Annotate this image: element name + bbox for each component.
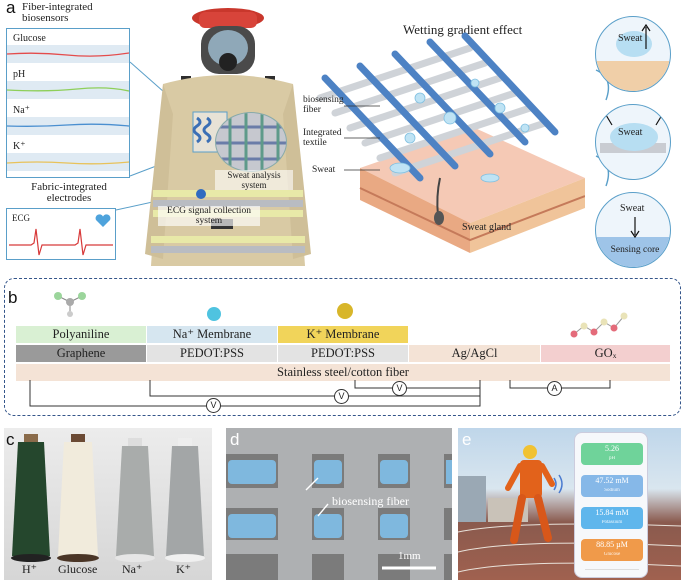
sweat-system-label: Sweat analysis system <box>215 170 293 190</box>
spool-label-h: H⁺ <box>22 562 37 576</box>
ammeter-icon: A <box>547 381 562 396</box>
potassium-ion-icon <box>337 303 353 319</box>
reading-card-potassium[interactable]: 15.84 mM Potassium <box>581 507 643 529</box>
layer-na-membrane: Na⁺ Membrane <box>147 326 277 343</box>
reading-unit: pH <box>608 456 616 461</box>
layer-graphene: Graphene <box>16 345 146 362</box>
reading-card-sodium[interactable]: 47.52 mM Sodium <box>581 475 643 497</box>
phone-nav-bar <box>585 569 639 573</box>
gox-molecule-icon <box>570 312 628 338</box>
reading-card-glucose[interactable]: 88.85 µM Glucose <box>581 539 643 561</box>
wetting-title: Wetting gradient effect <box>403 22 523 37</box>
voltmeter-icon: V <box>334 389 349 404</box>
layer-pedot-2: PEDOT:PSS <box>278 345 408 362</box>
circle-label: Sensing core <box>610 245 660 255</box>
panel-c-letter: c <box>6 430 15 449</box>
signal-row-sodium: Na⁺ <box>6 103 130 138</box>
scale-bar-label: 1mm <box>398 550 421 562</box>
spool-label-k: K⁺ <box>176 562 191 576</box>
voltmeter-icon: V <box>206 398 221 413</box>
reading-value: 47.52 mM <box>595 476 629 485</box>
yarn-spools-illustration <box>11 434 205 562</box>
signal-row-glucose: Glucose <box>6 31 130 66</box>
circle-label: Sweat <box>620 203 645 214</box>
panel-e-letter: e <box>462 430 472 449</box>
polyaniline-molecule-icon <box>54 292 86 317</box>
sodium-trace <box>6 123 130 127</box>
panel-b-box <box>4 278 681 416</box>
sweat-circle-3: Sweat Sensing core <box>595 192 671 268</box>
panel-b-letter: b <box>8 288 18 307</box>
sweat-circle-2: Sweat <box>595 104 671 180</box>
smartphone-screen: 5.26 pH 47.52 mM Sodium 15.84 mM Potassi… <box>574 432 648 578</box>
panel-a-letter: a <box>6 0 16 17</box>
ecg-box: ECG <box>6 208 116 260</box>
heart-icon <box>95 214 111 227</box>
textile-illustration <box>316 32 585 253</box>
biosensor-box: Glucose pH Na⁺ K⁺ <box>6 28 130 178</box>
layer-k-membrane: K⁺ Membrane <box>278 326 408 343</box>
sodium-ion-icon <box>207 307 221 321</box>
ecg-system-label: ECG signal collection system <box>158 206 260 226</box>
glucose-trace <box>6 52 130 57</box>
panel-e-photo: 5.26 pH 47.52 mM Sodium 15.84 mM Potassi… <box>458 428 681 580</box>
label-sweat: Sweat <box>312 165 336 175</box>
reading-unit: Potassium <box>601 520 623 525</box>
potassium-trace <box>6 161 130 165</box>
reading-value: 5.26 <box>605 444 619 453</box>
reading-unit: Sodium <box>604 488 620 493</box>
spool-label-na: Na⁺ <box>122 562 143 576</box>
reading-value: 88.85 µM <box>596 540 628 549</box>
arrow-icons <box>605 114 663 126</box>
ecg-trace <box>9 228 113 256</box>
ecg-label: ECG <box>12 213 30 223</box>
biosensing-fiber-label: biosensing fiber <box>332 494 409 508</box>
layer-pedot-1: PEDOT:PSS <box>147 345 277 362</box>
signal-label: Glucose <box>13 33 46 44</box>
voltmeter-icon: V <box>392 381 407 396</box>
reading-card-ph[interactable]: 5.26 pH <box>581 443 643 465</box>
signal-label: Na⁺ <box>13 105 30 116</box>
panel-d-letter: d <box>230 430 240 449</box>
textile-zoom-circle <box>215 112 287 172</box>
signal-label: K⁺ <box>13 141 26 152</box>
arrow-down-icon <box>630 217 640 239</box>
electrode-title: Fabric-integrated electrodes <box>31 181 107 204</box>
textile-zoom-pattern <box>216 113 286 171</box>
layer-gox: GOₓ <box>541 345 670 362</box>
layer-base-fiber: Stainless steel/cotton fiber <box>16 364 670 381</box>
reading-value: 15.84 mM <box>595 508 629 517</box>
label-sweat-gland: Sweat gland <box>462 222 512 233</box>
circle-label: Sweat <box>618 33 643 44</box>
bio-title: Fiber-integrated biosensors <box>22 1 93 24</box>
layer-agagcl: Ag/AgCl <box>409 345 540 362</box>
reading-unit: Glucose <box>603 552 621 557</box>
sweat-circle-1: Sweat <box>595 16 671 92</box>
label-biosensing-fiber: biosensing fiber <box>303 95 344 115</box>
signal-label: pH <box>13 69 26 80</box>
panel-d-micrograph: biosensing fiber 1mm <box>226 428 452 580</box>
circle-label: Sweat <box>618 127 643 138</box>
ph-trace <box>6 87 130 92</box>
label-integrated-textile: Integrated textile <box>303 128 342 148</box>
woven-fabric-micrograph <box>226 428 452 580</box>
arrow-up-icon <box>641 23 651 49</box>
spool-label-glucose: Glucose <box>58 562 98 576</box>
signal-row-potassium: K⁺ <box>6 139 130 174</box>
panel-c-photo: H⁺ Glucose Na⁺ K⁺ <box>4 428 212 580</box>
layer-polyaniline: Polyaniline <box>16 326 146 343</box>
signal-row-ph: pH <box>6 67 130 102</box>
